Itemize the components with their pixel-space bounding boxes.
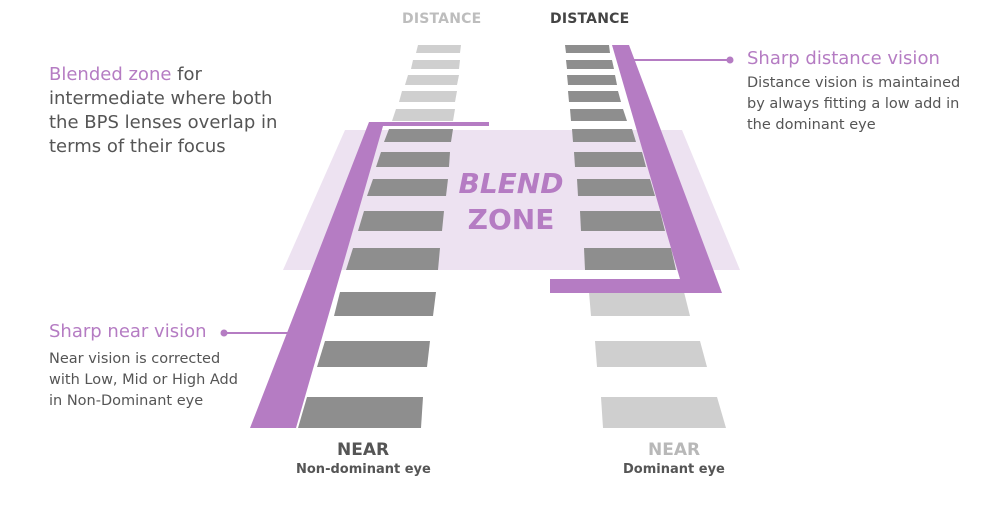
distance-vision-band <box>550 45 722 293</box>
right-bar <box>565 45 610 53</box>
right-eye-label: Dominant eye <box>623 462 725 477</box>
right-bar <box>572 129 636 142</box>
distance-leader-dot <box>726 56 734 64</box>
left-bar <box>358 211 444 231</box>
right-bar <box>570 109 627 121</box>
near-vision-description: Near vision is corrected with Low, Mid o… <box>49 351 238 409</box>
left-bar <box>376 152 450 167</box>
right-bar <box>574 152 646 167</box>
left-bars <box>298 45 461 428</box>
right-bar <box>601 397 726 428</box>
left-bar <box>346 248 440 270</box>
distance-vision-heading: Sharp distance vision <box>747 48 940 69</box>
near-leader-dot <box>220 329 228 337</box>
left-bar <box>334 292 436 316</box>
left-bar <box>416 45 461 53</box>
right-distance-label: DISTANCE <box>550 11 630 27</box>
left-bar <box>411 60 460 69</box>
right-bars <box>565 45 726 428</box>
left-eye-label: Non-dominant eye <box>296 462 431 477</box>
blended-zone-highlight: Blended zone <box>49 64 172 85</box>
left-bar <box>399 91 457 102</box>
right-bar <box>577 179 655 196</box>
right-bar <box>568 91 621 102</box>
right-bar <box>589 292 690 316</box>
right-bar <box>580 211 665 231</box>
left-bar <box>367 179 448 196</box>
right-near-label: NEAR <box>648 440 701 460</box>
blend-zone-label-line2: ZONE <box>468 203 555 236</box>
left-distance-label: DISTANCE <box>402 11 482 27</box>
left-bar <box>317 341 430 367</box>
right-bar <box>567 75 617 85</box>
distance-vision-description: Distance vision is maintained by always … <box>747 75 961 133</box>
blended-zone-text: for intermediate where both the BPS lens… <box>49 64 278 157</box>
near-vision-band <box>250 122 489 428</box>
left-bar <box>298 397 423 428</box>
left-bar <box>405 75 459 85</box>
near-vision-heading: Sharp near vision <box>49 321 207 342</box>
left-bar <box>392 109 455 121</box>
right-bar <box>595 341 707 367</box>
right-bar <box>566 60 614 69</box>
right-bar <box>584 248 676 270</box>
left-near-label: NEAR <box>337 440 390 460</box>
left-bar <box>384 129 453 142</box>
blend-zone-label-line1: BLEND <box>459 167 564 200</box>
blended-zone-callout: Blended zone for intermediate where both… <box>49 63 284 159</box>
